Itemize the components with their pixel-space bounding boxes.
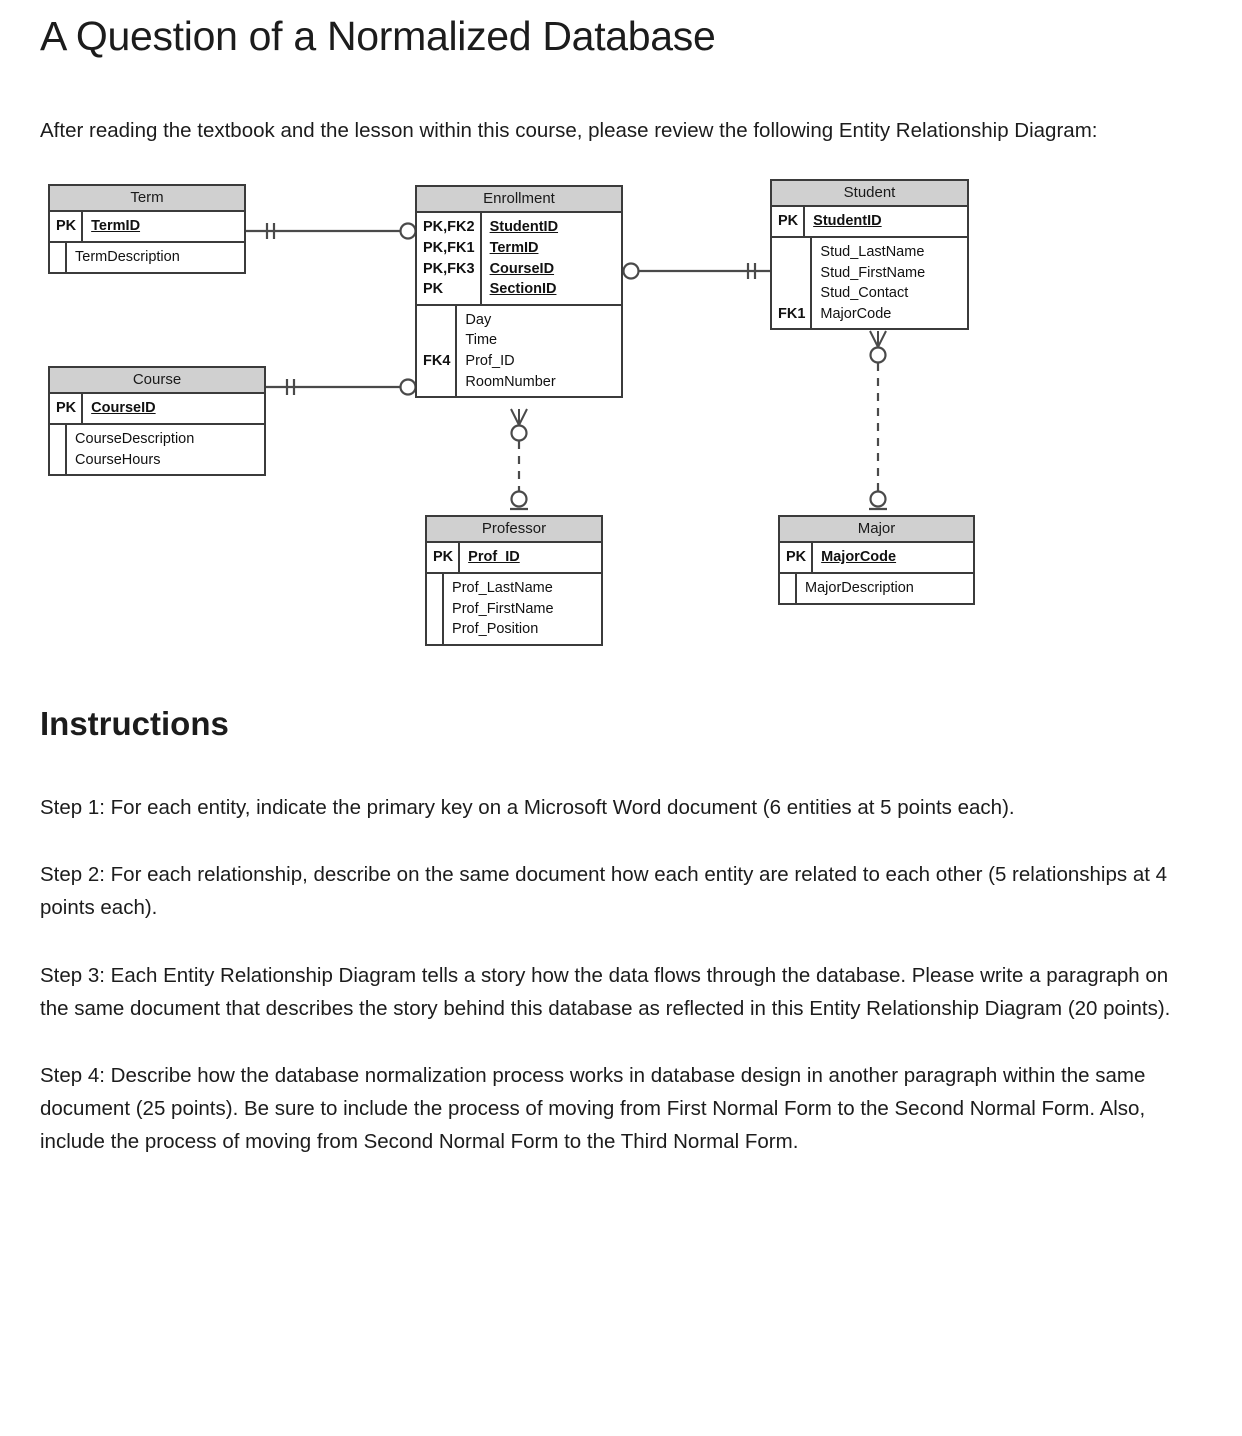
intro-paragraph: After reading the textbook and the lesso… xyxy=(40,118,1098,142)
instruction-step-3: Step 3: Each Entity Relationship Diagram… xyxy=(40,963,1171,1020)
entity-title-course: Course xyxy=(50,368,264,395)
document-page: A Question of a Normalized Database Afte… xyxy=(0,13,1242,1159)
instruction-step-2: Step 2: For each relationship, describe … xyxy=(40,863,1168,920)
key-label: PK xyxy=(778,213,799,230)
page-title: A Question of a Normalized Database xyxy=(40,13,716,59)
entity-key-section-term: PK TermID xyxy=(50,212,244,241)
key-column xyxy=(50,424,68,475)
instructions-heading: Instructions xyxy=(40,705,229,743)
entity-term: Term PK TermID TermDescription xyxy=(48,184,246,274)
entity-course: Course PK CourseID CourseDescription Cou… xyxy=(48,366,266,477)
field-label: Stud_Contact xyxy=(820,285,909,302)
field-column: Prof_ID xyxy=(460,543,601,572)
entity-key-section-major: PK MajorCode xyxy=(780,543,973,572)
field-label: TermID xyxy=(489,239,539,256)
entity-title-enrollment: Enrollment xyxy=(417,187,621,214)
field-label: RoomNumber xyxy=(465,373,556,390)
entity-attr-section-student: FK1 Stud_LastName Stud_FirstName Stud_Co… xyxy=(772,235,967,329)
key-column: PK xyxy=(427,543,461,572)
field-label: StudentID xyxy=(489,219,559,236)
relationship-term-enrollment xyxy=(246,222,433,241)
entity-title-major: Major xyxy=(780,517,973,544)
key-column xyxy=(50,242,68,272)
field-label: CourseID xyxy=(91,400,156,417)
field-column: Prof_LastName Prof_FirstName Prof_Positi… xyxy=(444,574,601,644)
field-label: CourseHours xyxy=(75,451,161,468)
entity-attr-section-professor: Prof_LastName Prof_FirstName Prof_Positi… xyxy=(427,571,601,644)
field-column: StudentID xyxy=(805,207,967,236)
entity-attr-section-major: MajorDescription xyxy=(780,571,973,603)
field-label: Prof_FirstName xyxy=(452,600,554,617)
key-label: PK,FK1 xyxy=(423,239,475,256)
key-column xyxy=(780,573,798,603)
entity-key-section-student: PK StudentID xyxy=(772,207,967,236)
entity-major: Major PK MajorCode MajorDescription xyxy=(778,515,975,605)
field-label: Stud_LastName xyxy=(820,243,925,260)
entity-professor: Professor PK Prof_ID Prof_LastName Prof_ xyxy=(425,515,603,646)
field-column: MajorCode xyxy=(813,543,973,572)
entity-attr-section-enrollment: FK4 Day Time Prof_ID RoomNumber xyxy=(417,303,621,397)
entity-relationship-diagram: Term PK TermID TermDescription Cours xyxy=(40,179,1040,679)
field-column: TermID xyxy=(83,212,244,241)
entity-title-student: Student xyxy=(772,181,967,208)
field-label: CourseDescription xyxy=(75,430,195,447)
key-label: PK xyxy=(423,281,444,298)
field-label: Prof_Position xyxy=(452,621,539,638)
field-label: Stud_FirstName xyxy=(820,264,926,281)
field-label: Time xyxy=(465,332,498,349)
field-label: MajorDescription xyxy=(805,579,914,596)
entity-student: Student PK StudentID FK1 Stud_LastName xyxy=(770,179,969,331)
field-label: StudentID xyxy=(813,213,882,230)
entity-title-term: Term xyxy=(50,186,244,213)
key-column: FK1 xyxy=(772,237,813,329)
key-column: PK xyxy=(50,212,84,241)
relationship-enrollment-professor xyxy=(510,408,528,511)
key-label: PK xyxy=(56,400,77,417)
relationship-enrollment-student xyxy=(606,262,770,281)
field-label: CourseID xyxy=(489,260,555,277)
field-label: Prof_LastName xyxy=(452,579,553,596)
key-column: PK,FK2 PK,FK1 PK,FK3 PK xyxy=(417,213,482,304)
field-label: Day xyxy=(465,311,492,328)
field-column: StudentID TermID CourseID SectionID xyxy=(482,213,621,303)
field-label: SectionID xyxy=(489,281,557,298)
entity-enrollment: Enrollment PK,FK2 PK,FK1 PK,FK3 PK Stude… xyxy=(415,185,623,399)
key-label: FK1 xyxy=(778,305,806,322)
field-label: Prof_ID xyxy=(465,352,515,369)
entity-attr-section-course: CourseDescription CourseHours xyxy=(50,422,264,475)
field-column: MajorDescription xyxy=(797,574,973,603)
entity-attr-section-term: TermDescription xyxy=(50,240,244,272)
field-column: Stud_LastName Stud_FirstName Stud_Contac… xyxy=(812,238,967,328)
field-column: Day Time Prof_ID RoomNumber xyxy=(457,306,621,396)
field-label: MajorCode xyxy=(820,305,892,322)
entity-key-section-professor: PK Prof_ID xyxy=(427,543,601,572)
key-column xyxy=(427,573,445,644)
key-column: FK4 xyxy=(417,305,458,397)
key-label: FK4 xyxy=(423,352,451,369)
field-label: TermID xyxy=(91,218,141,235)
key-label: PK,FK3 xyxy=(423,260,475,277)
entity-key-section-course: PK CourseID xyxy=(50,394,264,423)
key-label: PK xyxy=(56,218,77,235)
instruction-step-1: Step 1: For each entity, indicate the pr… xyxy=(40,796,1015,820)
key-label: PK xyxy=(433,549,454,566)
field-column: TermDescription xyxy=(67,243,244,272)
entity-key-section-enrollment: PK,FK2 PK,FK1 PK,FK3 PK StudentID TermID… xyxy=(417,213,621,304)
field-label: MajorCode xyxy=(821,549,897,566)
field-column: CourseDescription CourseHours xyxy=(67,425,264,474)
field-label: Prof_ID xyxy=(468,549,520,566)
instruction-step-4: Step 4: Describe how the database normal… xyxy=(40,1064,1146,1154)
key-label: PK xyxy=(786,549,807,566)
key-column: PK xyxy=(780,543,814,572)
relationship-student-major xyxy=(869,330,887,511)
field-label: TermDescription xyxy=(75,248,180,265)
relationship-course-enrollment xyxy=(266,378,433,397)
entity-title-professor: Professor xyxy=(427,517,601,544)
key-column: PK xyxy=(50,394,84,423)
key-column: PK xyxy=(772,207,806,236)
key-label: PK,FK2 xyxy=(423,219,475,236)
field-column: CourseID xyxy=(83,394,264,423)
